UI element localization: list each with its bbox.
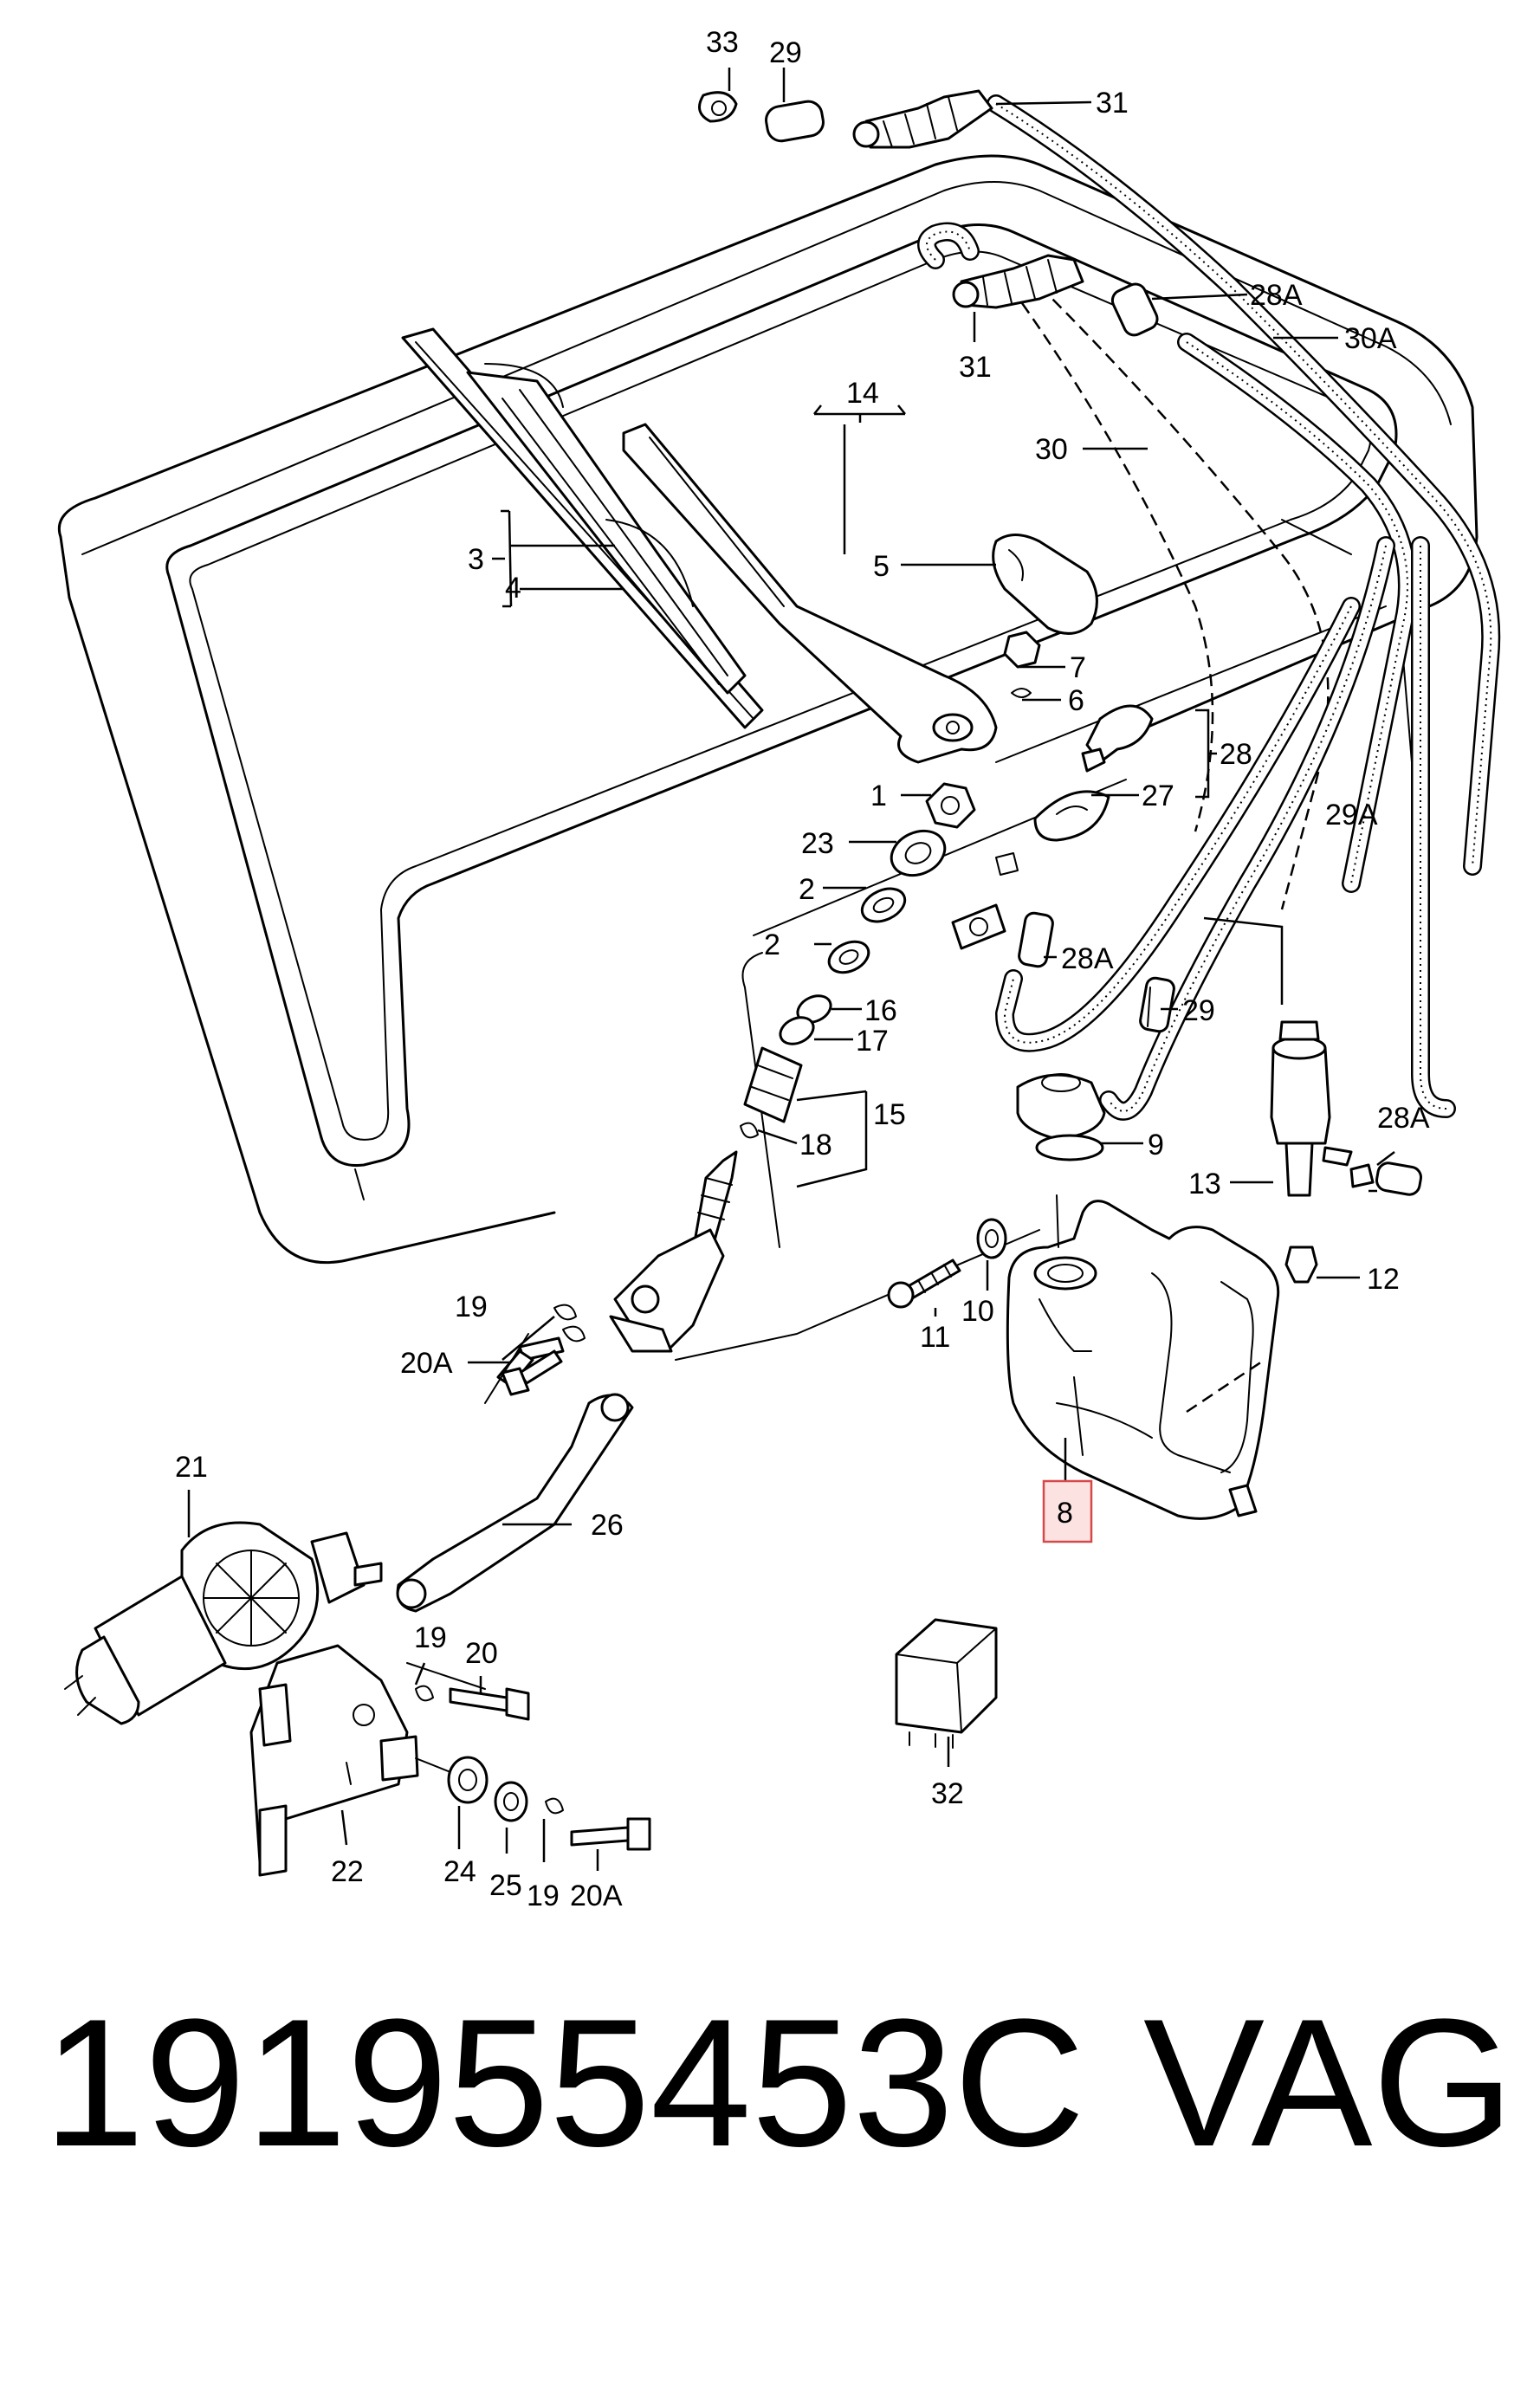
washer-hoses bbox=[917, 94, 1501, 1121]
highlight-box bbox=[1042, 1479, 1093, 1543]
callout-21: 21 bbox=[175, 1451, 208, 1484]
callout-19-lower: 19 bbox=[527, 1880, 560, 1912]
callout-10: 10 bbox=[961, 1295, 994, 1328]
callout-9: 9 bbox=[1148, 1129, 1164, 1161]
callout-19-upper: 19 bbox=[455, 1291, 488, 1323]
callout-20A-lower: 20A bbox=[570, 1880, 623, 1912]
callout-29A: 29A bbox=[1325, 799, 1378, 831]
callout-16: 16 bbox=[864, 994, 897, 1027]
bolts-washers bbox=[415, 1349, 651, 1851]
reservoir-filler bbox=[887, 1073, 1106, 1309]
callout-14: 14 bbox=[846, 377, 879, 410]
washer-pump bbox=[1270, 1020, 1375, 1284]
callout-23: 23 bbox=[801, 827, 834, 860]
hose-pieces bbox=[951, 903, 1422, 1196]
callout-8: 8 bbox=[1057, 1497, 1073, 1530]
callout-28A-mid: 28A bbox=[1061, 942, 1114, 975]
washer-nozzle bbox=[995, 704, 1154, 876]
callout-11: 11 bbox=[920, 1321, 950, 1354]
callout-28A-top: 28A bbox=[1250, 279, 1303, 312]
washer-reservoir bbox=[1006, 1194, 1280, 1520]
part-number: 191955453C bbox=[43, 1981, 1085, 2184]
callout-6: 6 bbox=[1068, 684, 1084, 717]
callout-26: 26 bbox=[591, 1509, 624, 1542]
callout-7: 7 bbox=[1070, 651, 1086, 684]
callout-2-upper: 2 bbox=[799, 873, 815, 906]
callout-13: 13 bbox=[1188, 1168, 1221, 1200]
callout-20: 20 bbox=[465, 1637, 498, 1670]
callout-33: 33 bbox=[706, 26, 739, 59]
callout-18: 18 bbox=[799, 1129, 832, 1161]
callout-1: 1 bbox=[870, 780, 887, 812]
callout-28A-right: 28A bbox=[1377, 1102, 1430, 1135]
callout-28: 28 bbox=[1220, 738, 1252, 771]
callout-31-top: 31 bbox=[1096, 87, 1129, 120]
hose-connectors-top bbox=[698, 89, 1159, 337]
callout-22: 22 bbox=[331, 1855, 364, 1888]
callout-labels: 33 29 31 28A 30A 31 30 14 3 4 5 7 6 28 2… bbox=[175, 26, 1430, 1912]
callout-29-top: 29 bbox=[769, 36, 802, 69]
callout-15: 15 bbox=[873, 1098, 906, 1131]
callout-29-mid: 29 bbox=[1182, 994, 1215, 1027]
wiper-arm bbox=[622, 423, 998, 764]
callout-25: 25 bbox=[489, 1869, 522, 1902]
motor-bracket bbox=[249, 1644, 486, 1877]
wiper-blade bbox=[401, 327, 764, 729]
wiper-motor bbox=[64, 1521, 383, 1725]
callout-4: 4 bbox=[505, 572, 521, 605]
callout-24: 24 bbox=[443, 1855, 476, 1888]
leader-lines bbox=[187, 68, 1395, 1871]
callout-2-lower: 2 bbox=[764, 928, 780, 961]
arm-cap bbox=[992, 534, 1098, 698]
callout-19-mid: 19 bbox=[414, 1621, 447, 1654]
relay bbox=[895, 1618, 998, 1749]
spindle-parts bbox=[691, 782, 976, 1258]
callout-17: 17 bbox=[856, 1025, 889, 1058]
callout-5: 5 bbox=[873, 550, 890, 583]
callout-32: 32 bbox=[931, 1777, 964, 1810]
callout-3: 3 bbox=[468, 543, 484, 576]
linkage bbox=[396, 1228, 1040, 1613]
callout-30: 30 bbox=[1035, 433, 1068, 466]
callout-30A: 30A bbox=[1344, 322, 1397, 355]
callout-27: 27 bbox=[1142, 780, 1174, 812]
brand-name: VAG bbox=[1143, 1981, 1514, 2184]
callout-12: 12 bbox=[1367, 1263, 1400, 1296]
callout-20A-upper: 20A bbox=[400, 1347, 453, 1380]
callout-31-mid: 31 bbox=[959, 351, 992, 384]
